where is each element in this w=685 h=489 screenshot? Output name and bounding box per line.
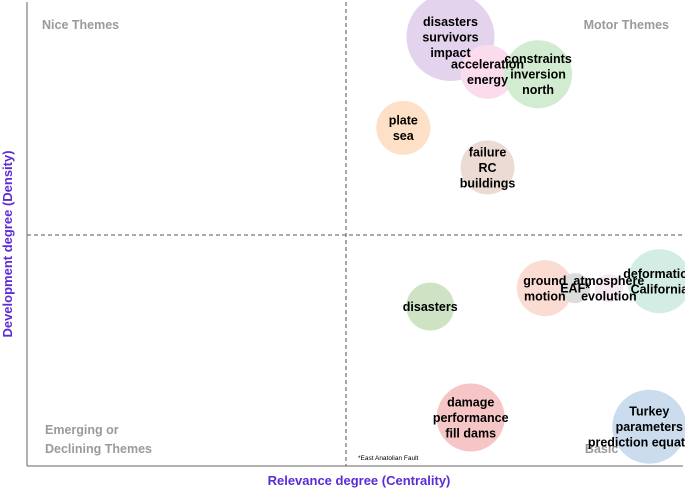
bubble-label-line: motion bbox=[524, 289, 566, 303]
bubble-label-line: prediction equations bbox=[588, 436, 685, 450]
bubble-label-line: acceleration bbox=[451, 58, 524, 72]
bubble bbox=[516, 260, 573, 317]
bubble-label-line: buildings bbox=[460, 176, 516, 190]
quadrant-label-top-left: Nice Themes bbox=[42, 18, 119, 32]
quadrant-label-top-right: Motor Themes bbox=[584, 18, 669, 32]
y-axis-title: Development degree (Density) bbox=[0, 150, 15, 337]
bubble-layer bbox=[376, 0, 685, 464]
bubble-label: EAF* bbox=[560, 282, 590, 296]
bubble-label-line: damage bbox=[447, 395, 494, 409]
bubble-label-line: sea bbox=[393, 129, 415, 143]
bubble-label-line: deformation bbox=[623, 267, 685, 281]
bubble-label-line: north bbox=[522, 83, 554, 97]
quadrant-label-line: Nice Themes bbox=[42, 18, 119, 32]
x-axis-title: Relevance degree (Centrality) bbox=[268, 473, 451, 488]
bubble-label-line: EAF* bbox=[560, 282, 590, 296]
quadrant-label-line: Declining Themes bbox=[45, 442, 152, 456]
bubble-label-line: impact bbox=[430, 46, 471, 60]
bubble-label: deformationCalifornia bbox=[623, 267, 685, 297]
bubble-label-line: survivors bbox=[422, 30, 478, 44]
bubble-label-line: fill dams bbox=[445, 426, 496, 440]
bubble-label-line: energy bbox=[467, 73, 508, 87]
bubble-label: disasters bbox=[403, 300, 458, 314]
bubble-label-line: ground bbox=[523, 274, 566, 288]
bubble bbox=[627, 249, 685, 314]
bubble bbox=[594, 274, 623, 303]
bubble-label-line: performance bbox=[433, 411, 509, 425]
quadrant-label-bottom-left: Emerging or Declining Themes bbox=[45, 423, 152, 456]
bubble-label-line: disasters bbox=[423, 15, 478, 29]
bubble bbox=[504, 40, 573, 109]
bubble-label-line: inversion bbox=[510, 68, 566, 82]
bubble-label-line: atmosphere bbox=[573, 274, 644, 288]
bubble-label-line: failure bbox=[469, 145, 507, 159]
bubble bbox=[612, 389, 685, 464]
bubble-label-line: Turkey bbox=[629, 405, 669, 419]
bubble-label-line: plate bbox=[389, 114, 418, 128]
bubble-label-line: RC bbox=[479, 161, 497, 175]
bubble-label-line: evolution bbox=[581, 289, 637, 303]
quadrant-label-line: Motor Themes bbox=[584, 18, 669, 32]
bubble-label-line: disasters bbox=[403, 300, 458, 314]
bubble bbox=[436, 383, 505, 452]
bubble bbox=[460, 140, 515, 195]
bubble-label-line: parameters bbox=[616, 420, 683, 434]
bubble bbox=[560, 273, 591, 304]
bubble-label-line: California bbox=[631, 282, 685, 296]
bubble bbox=[460, 44, 515, 99]
bubble bbox=[376, 100, 431, 155]
quadrant-label-line: Emerging or bbox=[45, 423, 119, 437]
bubble-label-line: constraints bbox=[504, 52, 571, 66]
footnote: *East Anatolian Fault bbox=[358, 455, 419, 462]
bubble bbox=[406, 282, 455, 331]
